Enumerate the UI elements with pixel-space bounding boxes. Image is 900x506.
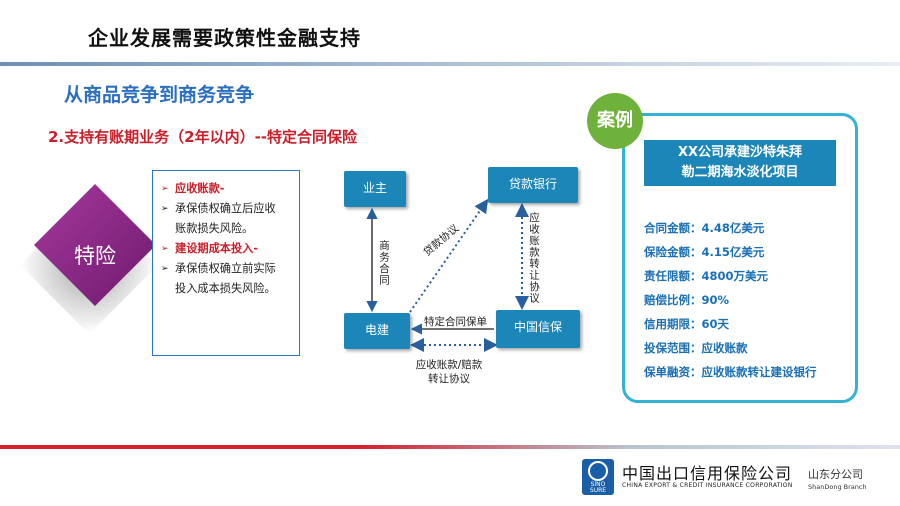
sinosure-logo-icon: SINO SURE: [582, 459, 614, 495]
bullet-continuation: 投入成本损失风险。: [175, 282, 276, 295]
loan-agreement-arrow: [409, 198, 489, 313]
logo-text: SURE: [590, 487, 606, 494]
case-row-liability-limit: 责任限额：4800万美元: [644, 269, 769, 283]
page-title: 企业发展需要政策性金融支持: [88, 26, 361, 50]
diamond-label: 特险: [74, 244, 116, 268]
branch-name-cn: 山东分公司: [808, 468, 863, 481]
branch-name-en: ShanDong Branch: [808, 483, 867, 491]
case-row-policy-financing: 保单融资：应收账款转让建设银行: [644, 365, 817, 379]
node-contractor: 电建: [344, 313, 410, 349]
case-row-insured-amount: 保险金额：4.15亿美元: [644, 245, 765, 259]
label-commercial-contract: 商务合同: [378, 240, 390, 286]
bullet-receivable-desc: ➢ 承保债权确立后应收: [161, 199, 293, 219]
project-title-line: 勒二期海水淡化项目: [681, 165, 799, 180]
diamond-shape: [34, 184, 156, 306]
brand-name-en: CHINA EXPORT & CREDIT INSURANCE CORPORAT…: [622, 482, 793, 489]
arrow-bullet-icon: ➢: [161, 204, 169, 214]
bullet-construction-desc: ➢ 承保债权确立前实际: [161, 259, 293, 279]
label-line: 应收账款/赔款: [415, 359, 483, 371]
case-badge: 案例: [587, 93, 643, 149]
project-title-banner: XX公司承建沙特朱拜 勒二期海水淡化项目: [644, 140, 836, 186]
bullet-construction: ➢ 建设期成本投入-: [161, 239, 293, 259]
brand-name-cn: 中国出口信用保险公司: [622, 464, 793, 483]
bullet-continuation: 账款损失风险。: [175, 222, 254, 235]
bullet-receivable: ➢ 应收账款-: [161, 179, 293, 199]
label-line: 转让协议: [428, 373, 470, 385]
case-row-indemnity-ratio: 赔偿比例：90%: [644, 293, 730, 307]
bullet-text: 承保债权确立前实际: [175, 262, 276, 275]
case-row-coverage: 投保范围：应收账款: [644, 341, 748, 355]
project-title-line: XX公司承建沙特朱拜: [677, 145, 803, 160]
title-divider: [0, 62, 900, 66]
bullet-text: 承保债权确立后应收: [175, 202, 276, 215]
risk-bullet-box: ➢ 应收账款- ➢ 承保债权确立后应收 账款损失风险。 ➢ 建设期成本投入- ➢…: [152, 170, 300, 356]
item-heading: 2.支持有账期业务（2年以内）--特定合同保险: [48, 128, 358, 146]
label-assignment-agreement: 应收账款转让协议: [528, 212, 540, 304]
footer-divider: [0, 445, 900, 449]
arrow-bullet-icon: ➢: [161, 184, 169, 194]
arrow-bullet-icon: ➢: [161, 244, 169, 254]
label-receivable-assignment: 应收账款/赔款 转让协议: [414, 358, 484, 386]
arrow-bullet-icon: ➢: [161, 264, 169, 274]
label-specific-policy: 特定合同保单: [424, 316, 487, 328]
node-sinosure: 中国信保: [496, 310, 580, 348]
node-owner: 业主: [344, 171, 406, 207]
node-lending-bank: 贷款银行: [488, 167, 578, 203]
case-row-contract-amount: 合同金额：4.48亿美元: [644, 221, 765, 235]
case-row-credit-term: 信用期限：60天: [644, 317, 730, 331]
logo-text: SINO: [591, 481, 606, 488]
bullet-text: 应收账款-: [175, 182, 225, 195]
bullet-text: 建设期成本投入-: [175, 242, 258, 255]
section-subtitle: 从商品竞争到商务竞争: [64, 84, 255, 106]
